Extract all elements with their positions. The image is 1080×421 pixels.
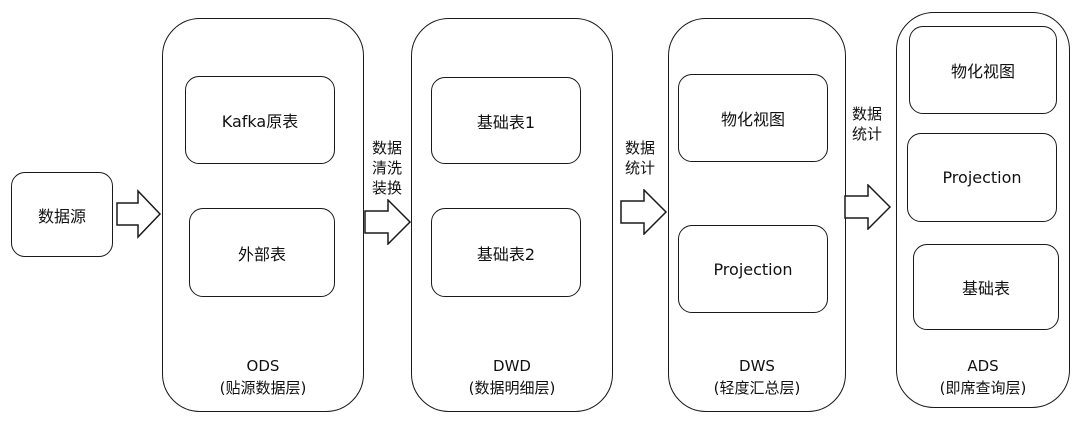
dws-item-materialized-view: 物化视图 (678, 74, 828, 162)
dws-item-projection: Projection (678, 225, 828, 313)
dws-to-ads-label-line-1: 数据 (851, 105, 882, 123)
dwd-layer: 基础表1 基础表2 DWD (数据明细层) (411, 18, 613, 412)
dwd-layer-desc: (数据明细层) (468, 379, 556, 397)
dws-layer: 物化视图 Projection DWS (轻度汇总层) (668, 18, 846, 412)
ods-layer-desc: (贴源数据层) (219, 379, 307, 397)
ads-item-projection-label: Projection (942, 168, 1022, 187)
dwd-item-base-2: 基础表2 (431, 208, 581, 297)
dwd-to-dws-label-line-1: 数据 (624, 139, 655, 157)
ads-item-base-table-label: 基础表 (961, 279, 1010, 298)
dws-item-projection-label: Projection (713, 259, 793, 279)
data-source-label: 数据源 (37, 206, 86, 226)
dws-to-ads-label: 数据 统计 (847, 104, 887, 144)
dws-layer-name: DWS (739, 357, 775, 375)
ads-item-base-table: 基础表 (913, 244, 1059, 330)
dwd-item-base-1-label: 基础表1 (476, 112, 536, 132)
ods-to-dwd-arrow (364, 199, 412, 245)
ads-item-materialized-view-label: 物化视图 (950, 62, 1015, 81)
ads-layer-name: ADS (967, 357, 999, 375)
dwd-to-dws-arrow (620, 189, 668, 235)
data-source-box: 数据源 (11, 172, 113, 257)
dwd-to-dws-label-line-2: 统计 (624, 159, 655, 177)
ods-to-dwd-label-line-2: 清洗 (371, 159, 402, 177)
dwd-layer-name: DWD (493, 357, 531, 375)
ods-to-dwd-label-line-3: 装换 (371, 179, 402, 197)
ads-layer: 物化视图 Projection 基础表 ADS (即席查询层) (896, 12, 1070, 408)
ads-item-projection: Projection (907, 133, 1057, 222)
ods-item-external: 外部表 (189, 208, 335, 297)
ods-to-dwd-label: 数据 清洗 装换 (367, 138, 407, 198)
ods-to-dwd-label-line-1: 数据 (371, 139, 402, 157)
ods-item-external-label: 外部表 (237, 244, 286, 264)
dws-layer-desc: (轻度汇总层) (713, 379, 801, 397)
dwd-item-base-2-label: 基础表2 (476, 244, 536, 264)
dws-to-ads-label-line-2: 统计 (851, 125, 882, 143)
ods-item-kafka: Kafka原表 (185, 76, 335, 164)
ads-item-materialized-view: 物化视图 (909, 26, 1057, 114)
dwd-to-dws-label: 数据 统计 (620, 138, 660, 178)
ods-item-kafka-label: Kafka原表 (221, 112, 299, 131)
ods-layer: Kafka原表 外部表 ODS (贴源数据层) (162, 18, 364, 412)
source-to-ods-arrow (116, 189, 162, 239)
ads-layer-desc: (即席查询层) (939, 379, 1027, 397)
dwd-item-base-1: 基础表1 (431, 77, 581, 164)
ods-layer-name: ODS (246, 357, 280, 375)
dws-item-materialized-view-label: 物化视图 (720, 110, 785, 129)
dws-to-ads-arrow (844, 184, 892, 230)
